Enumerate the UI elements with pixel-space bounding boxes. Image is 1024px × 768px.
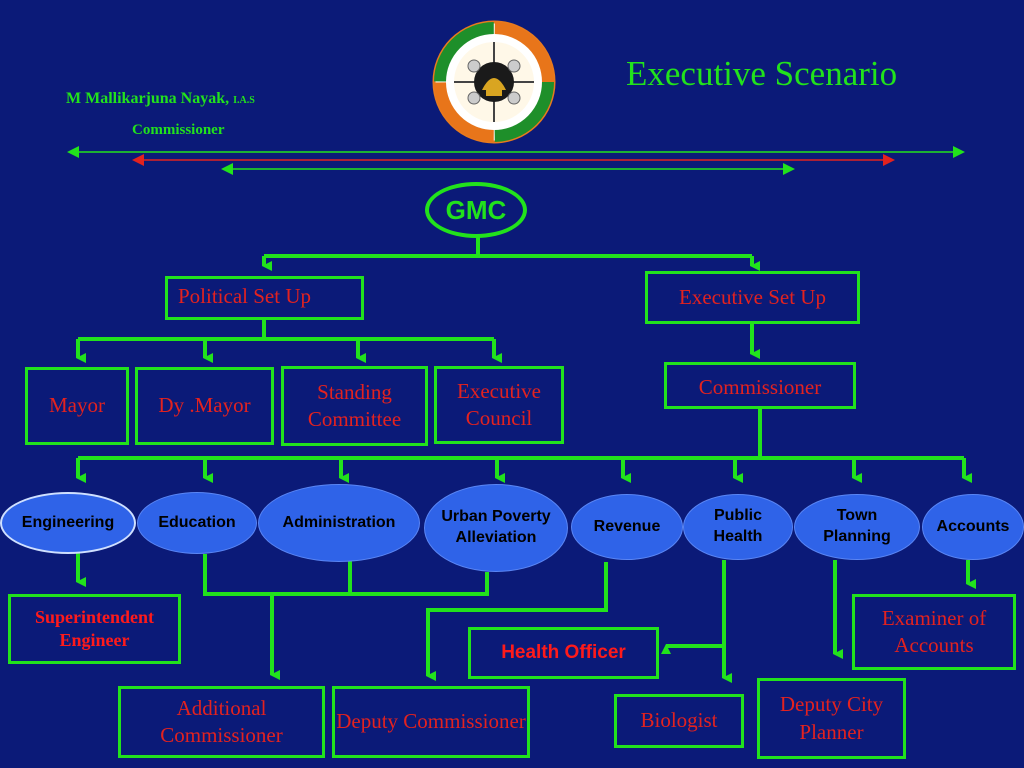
author-name: M Mallikarjuna Nayak, I.A.S xyxy=(66,90,255,108)
dept-education: Education xyxy=(137,492,257,554)
municipal-emblem-icon xyxy=(432,20,556,144)
deputy-commissioner-box: Deputy Commissioner xyxy=(332,686,530,758)
biologist-box: Biologist xyxy=(614,694,744,748)
examiner-of-accounts-box: Examiner of Accounts xyxy=(852,594,1016,670)
gmc-node: GMC xyxy=(425,182,527,238)
additional-commissioner-box: Additional Commissioner xyxy=(118,686,325,758)
health-officer-box: Health Officer xyxy=(468,627,659,679)
mayor-box: Mayor xyxy=(25,367,129,445)
commissioner-box: Commissioner xyxy=(664,362,856,409)
page-title: Executive Scenario xyxy=(626,54,898,93)
executive-council-box: Executive Council xyxy=(434,366,564,444)
dept-urban-poverty-alleviation: Urban Poverty Alleviation xyxy=(424,484,568,572)
political-setup-box: Political Set Up xyxy=(165,276,364,320)
dept-accounts: Accounts xyxy=(922,494,1024,560)
dept-administration: Administration xyxy=(258,484,420,562)
author-role: Commissioner xyxy=(132,122,225,138)
deputy-mayor-box: Dy .Mayor xyxy=(135,367,274,445)
dept-revenue: Revenue xyxy=(571,494,683,560)
dept-public-health: Public Health xyxy=(683,494,793,560)
dept-engineering: Engineering xyxy=(0,492,136,554)
executive-setup-box: Executive Set Up xyxy=(645,271,860,324)
superintendent-engineer-box: Superintendent Engineer xyxy=(8,594,181,664)
deputy-city-planner-box: Deputy City Planner xyxy=(757,678,906,759)
author-name-text: M Mallikarjuna Nayak, xyxy=(66,90,230,107)
dept-town-planning: Town Planning xyxy=(794,494,920,560)
author-suffix: I.A.S xyxy=(233,95,255,106)
standing-committee-box: Standing Committee xyxy=(281,366,428,446)
